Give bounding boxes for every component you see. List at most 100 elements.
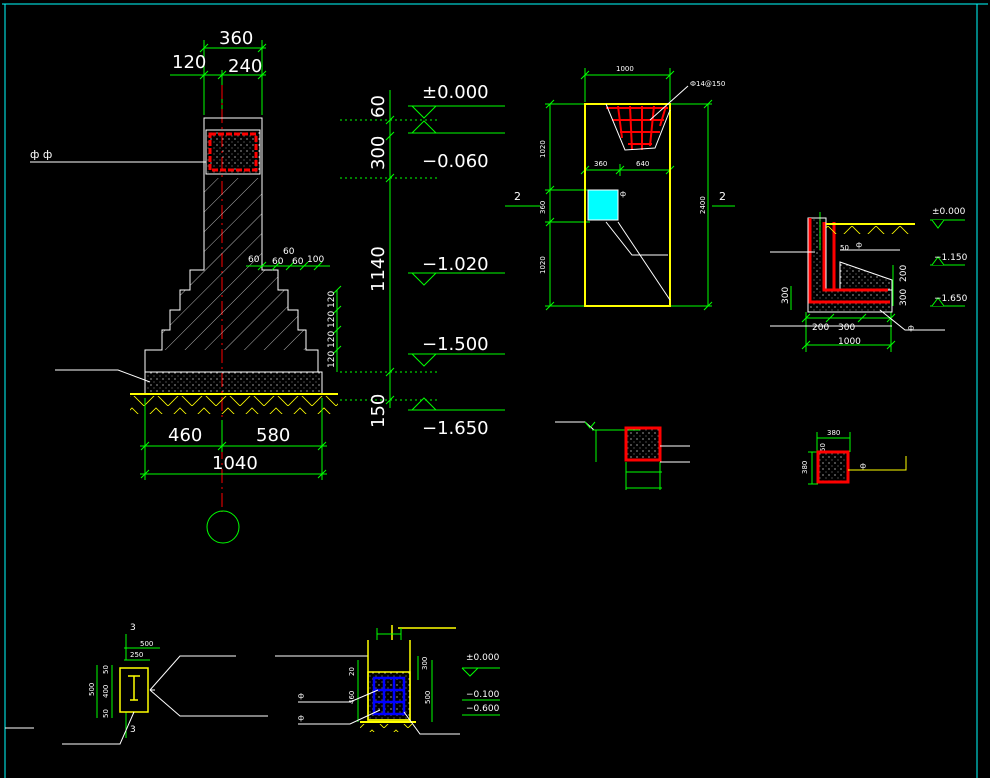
elev-dim-4: 150 [368, 394, 389, 428]
pit-leader [605, 221, 668, 256]
bottom-mid-rebar-label-1: ф [298, 692, 304, 700]
bottom-mid-level-2: −0.100 [466, 690, 500, 700]
pit-rebar-note: Ф14@150 [690, 80, 725, 88]
elev-dim-2: 300 [368, 136, 389, 170]
small-b-height: 380 [801, 461, 809, 474]
small-b-rebar: ф [860, 462, 866, 470]
wall-level-3: −1.650 [934, 294, 968, 304]
bottom-mid-rebar-label-2: ф [298, 714, 304, 722]
step-dim-c: 60 [272, 257, 284, 267]
pit-plan-dimensions [505, 68, 735, 311]
footing-top-dimensions [170, 40, 267, 115]
wall-bottom-dim-b: 300 [838, 323, 855, 333]
bottom-left-left-dim-3: 50 [102, 709, 110, 718]
section-mark-left: 2 [514, 190, 521, 203]
bottom-mid-leader-1 [298, 689, 379, 703]
wall-slab-slope [839, 261, 893, 291]
wall-soil [826, 226, 915, 234]
step-dim-a: 60 [248, 255, 260, 265]
pit-vdim-2: 360 [539, 201, 547, 214]
step-dim-e: 100 [307, 255, 324, 265]
elev-dim-1: 60 [368, 95, 389, 118]
footing-top-right-dim: 240 [228, 56, 262, 77]
step-dimensions [246, 261, 342, 372]
pit-width-dim: 1000 [616, 65, 634, 73]
wall-bottom-dim-a: 200 [812, 323, 829, 333]
step-dim-b: 60 [283, 247, 295, 257]
level-label-2: −0.060 [422, 151, 489, 172]
pit-vdim-3: 1020 [539, 256, 547, 274]
wall-rebar-label: 50 [840, 244, 849, 252]
ring-beam-rebar [208, 132, 258, 172]
bottom-left-top-inner: 250 [130, 651, 143, 659]
bottom-mid-rebar [372, 676, 406, 716]
bottom-mid-level-3: −0.600 [466, 704, 500, 714]
elevation-dims: 60 300 1140 150 [368, 95, 389, 428]
footing-hatch [162, 178, 306, 350]
bottom-left-top-overall: 500 [140, 640, 153, 648]
bottom-left-leader-2 [149, 689, 268, 717]
footing-bottom-dimensions [140, 398, 327, 480]
bottom-mid-dim-left-1: 20 [348, 667, 356, 676]
wall-dim-left: 300 [781, 287, 791, 304]
rise-dim-3: 120 [327, 331, 337, 348]
pit-opening [587, 189, 619, 221]
pit-split-a: 360 [594, 160, 607, 168]
level-label-5: −1.650 [422, 418, 489, 439]
small-b-width: 380 [827, 429, 840, 437]
elev-dim-3: 1140 [368, 246, 389, 292]
rise-dim-1: 120 [327, 291, 337, 308]
step-dim-d: 60 [292, 257, 304, 267]
pit-rebar-grid [606, 105, 668, 151]
bottom-left-detail: 3 3 500 250 50 400 50 500 [5, 623, 268, 745]
wall-level-1: ±0.000 [932, 207, 966, 217]
small-section-b: 380 380 50 ф [801, 429, 907, 485]
footing-bottom-left-dim: 460 [168, 425, 202, 446]
pit-break-line [605, 103, 671, 151]
bottom-mid-detail: ф ф 20 460 300 500 ±0.000 −0.100 −0.600 [275, 625, 500, 735]
rise-dim-4: 120 [327, 351, 337, 368]
wall-bottom-dim-total: 1000 [838, 337, 861, 347]
section-mark-right: 2 [719, 190, 726, 203]
wall-level-2: −1.150 [934, 253, 968, 263]
wall-dim-right-2: 300 [899, 289, 909, 306]
wall-leader-3 [879, 309, 945, 331]
axis-bubble [206, 510, 240, 544]
wall-bar-mark: ф [856, 241, 862, 249]
footing-soil-hatch [130, 396, 338, 414]
small-b-section [816, 450, 850, 484]
pit-plan: 1000 Ф14@150 360 640 1020 360 1020 2400 … [505, 65, 735, 311]
wall-dim-right-1: 200 [899, 265, 909, 282]
level-markers [408, 105, 505, 411]
footing-top-overall-dim: 360 [219, 28, 253, 49]
pit-vdim-1: 1020 [539, 140, 547, 158]
pit-outline [584, 103, 671, 307]
footing-section: 360 120 240 ф ф [30, 28, 342, 544]
pit-diagonal [617, 221, 671, 301]
ring-beam [205, 129, 261, 175]
footing-top-left-dim: 120 [172, 52, 206, 73]
bottom-mid-dim-left-2: 460 [348, 691, 356, 704]
bottom-left-mark-top: 3 [130, 623, 136, 633]
bottom-left-left-dim-1: 50 [102, 665, 110, 674]
pad-leader-line [55, 369, 151, 383]
level-label-3: −1.020 [422, 254, 489, 275]
footing-concrete-pad [144, 371, 323, 395]
small-b-cover: 50 [819, 443, 827, 452]
wall-bottom-rebar: ф [908, 324, 914, 332]
bottom-mid-leader-3 [403, 711, 460, 735]
bottom-left-leader-3 [62, 711, 135, 745]
bottom-left-mark-bottom: 3 [130, 725, 136, 735]
small-section-a [555, 421, 690, 490]
rise-dim-2: 120 [327, 311, 337, 328]
footing-rebar-label: ф ф [30, 148, 52, 161]
wall-section: 50 ф ±0.000 −1.150 −1.650 200 300 300 20… [770, 207, 968, 352]
bottom-mid-level-1: ±0.000 [466, 653, 500, 663]
elevation-scale: 60 300 1140 150 ±0.000 −0.060 −1.020 −1.… [340, 82, 505, 439]
bottom-left-left-dim-2: 400 [102, 685, 110, 698]
bottom-mid-dims [357, 628, 500, 722]
footing-bottom-right-dim: 580 [256, 425, 290, 446]
small-b-leader [848, 456, 907, 471]
pit-opening-label: ф [620, 190, 626, 198]
